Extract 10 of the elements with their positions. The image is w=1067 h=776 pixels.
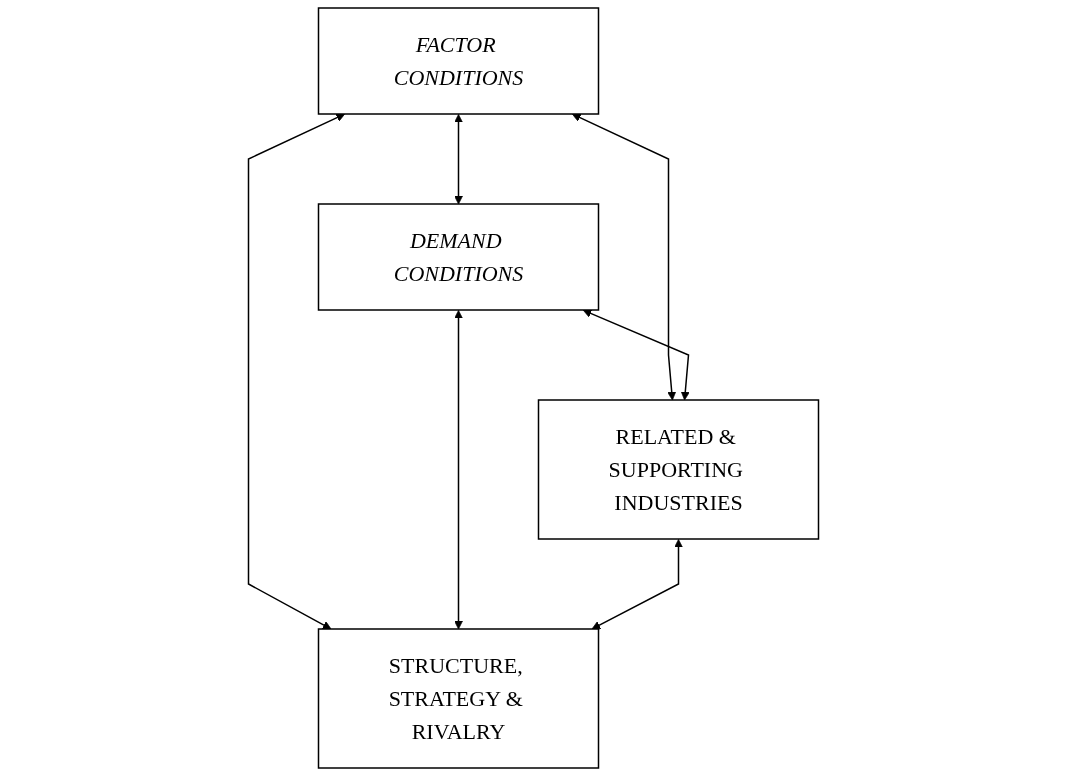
node-box: RELATED & SUPPORTING INDUSTRIES [537, 399, 820, 540]
node-box: STRUCTURE, STRATEGY & RIVALRY [317, 628, 600, 769]
arrow [454, 114, 463, 205]
node-box: FACTOR CONDITIONS [317, 7, 600, 115]
arrow [572, 113, 677, 401]
arrow [582, 309, 690, 401]
arrow [247, 113, 345, 630]
arrow [454, 310, 463, 630]
node-box: DEMAND CONDITIONS [317, 203, 600, 311]
arrow [591, 539, 683, 630]
